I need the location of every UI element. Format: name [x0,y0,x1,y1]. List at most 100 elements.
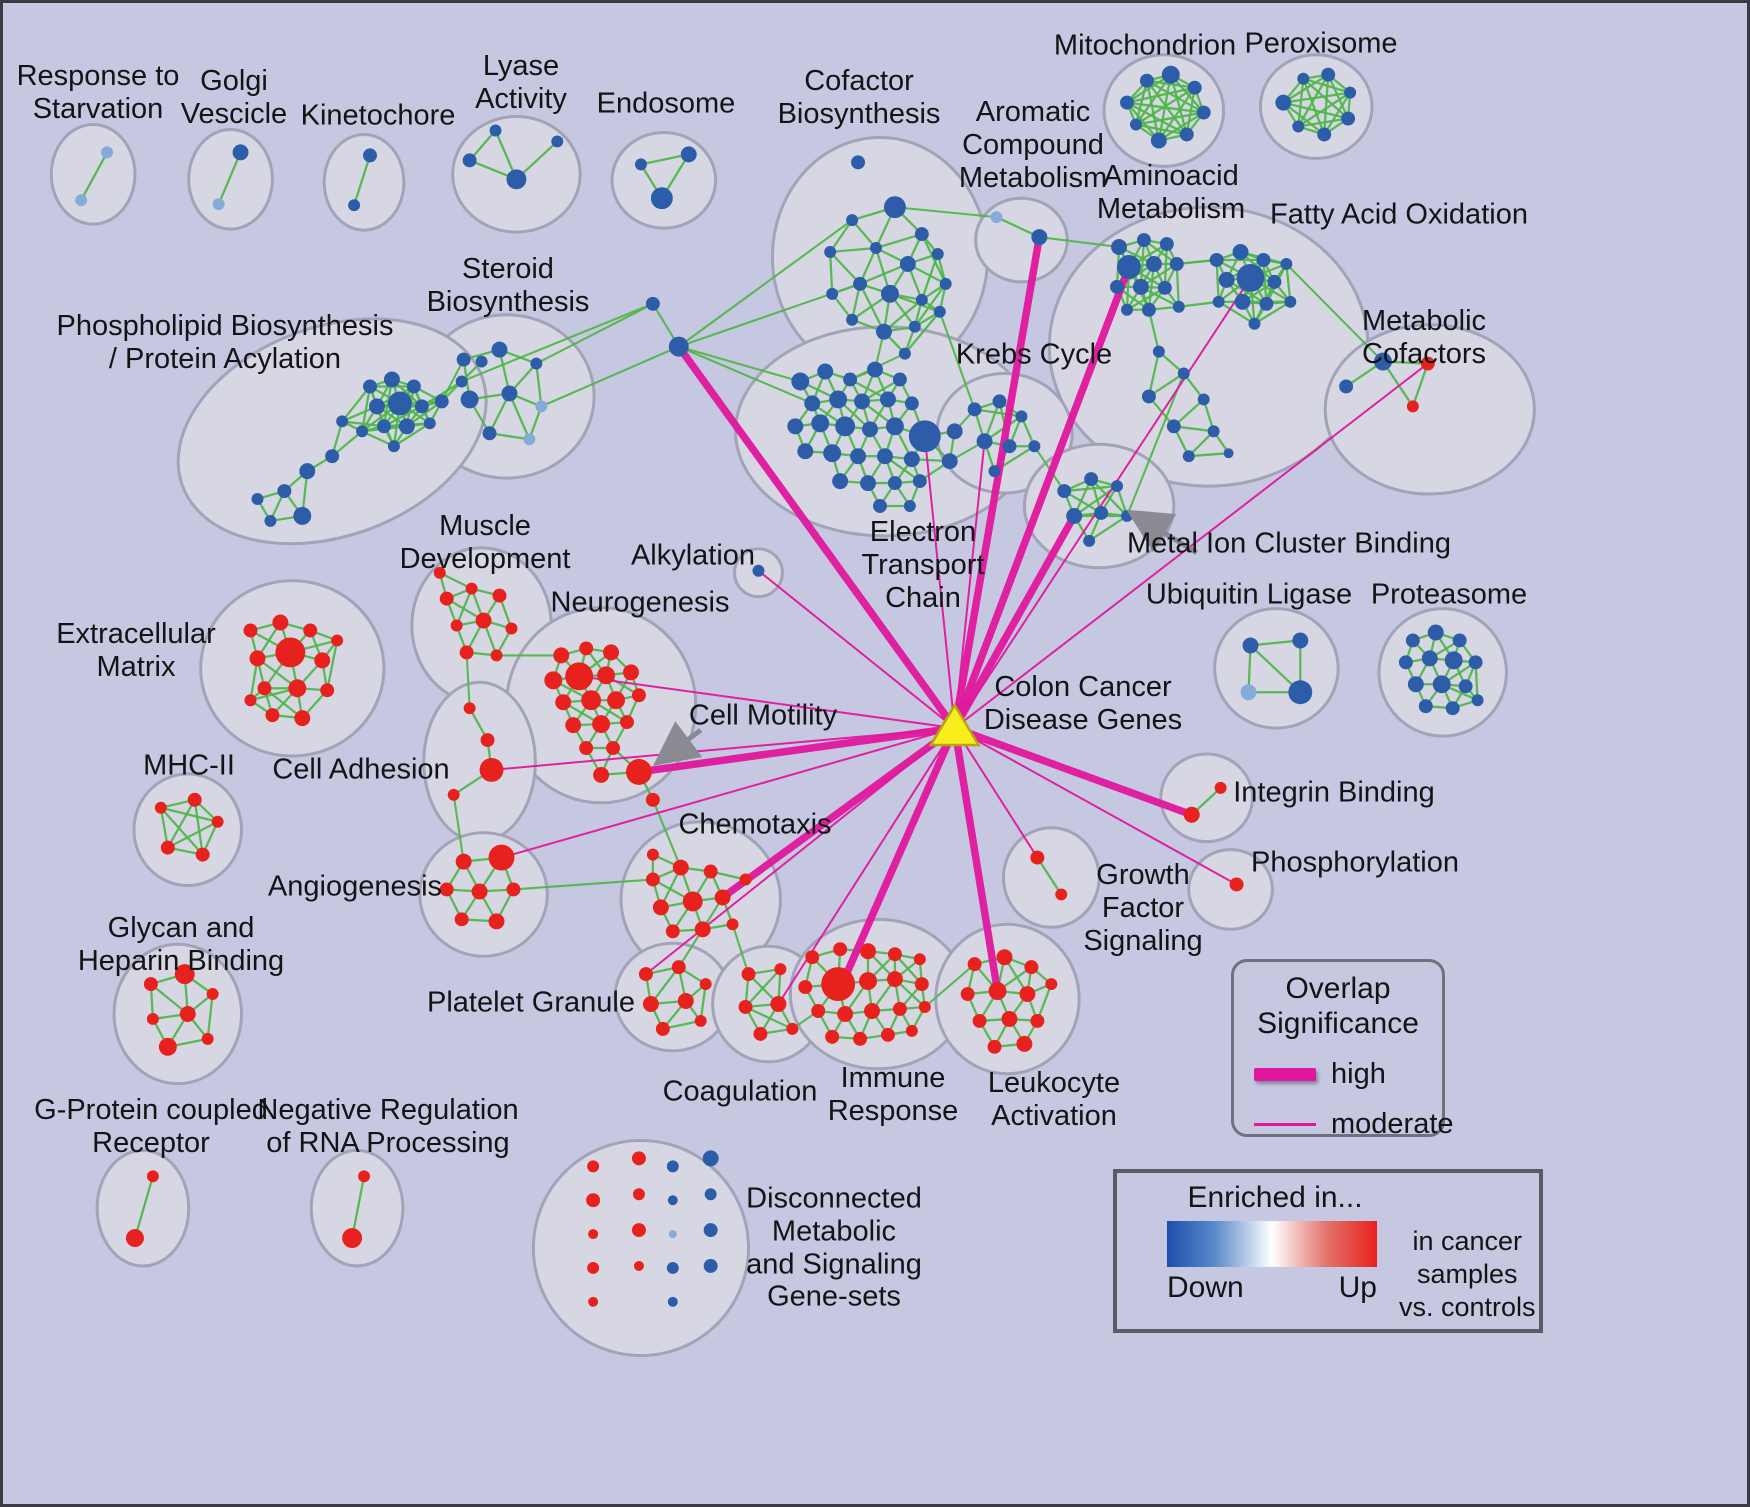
gene-set-node [471,883,488,900]
legend-enriched-body: Down Up in cancer samples vs. controls [1117,1221,1539,1324]
gene-set-node [1458,679,1473,694]
gene-set-node [1111,480,1124,493]
gene-set-node [143,977,158,992]
gene-set-node [753,1026,768,1041]
gene-set-node [1259,296,1274,311]
gene-set-node [835,416,856,437]
gene-set-node [905,1024,918,1037]
gene-set-node [699,978,712,991]
gene-set-overlap-edge [382,405,423,428]
gene-set-node [625,758,652,785]
gene-set-node [1344,86,1357,99]
gene-set-node [972,1013,987,1028]
gene-set-node [873,499,887,513]
gene-set-node [439,882,454,897]
overlap-significance-edge-high [950,512,1078,732]
gene-set-overlap-edge [1063,484,1119,493]
gene-set-node [846,313,859,326]
gene-set-node [579,741,594,755]
gene-set-node [1209,253,1224,267]
gene-set-node [588,1296,599,1307]
gene-set-node [1297,72,1310,85]
cluster-metabolic-cofactors [1323,323,1536,496]
gene-set-node [1121,509,1133,522]
gene-set-node [714,889,731,906]
gene-set-node [1427,624,1444,641]
gene-set-node [586,1193,601,1208]
gene-set-node [272,614,289,631]
gene-set-node [146,1170,159,1183]
gene-set-node [908,320,921,333]
gene-set-node [899,255,916,272]
cluster-phosphorylation [1187,848,1274,931]
gene-set-node [1421,650,1438,667]
gene-set-node [811,1003,826,1018]
gene-set-node [880,284,899,303]
gene-set-node [211,815,224,828]
gene-set-node [454,912,469,927]
gene-set-node [665,924,680,939]
gene-set-node [817,363,834,380]
pointer-arrow [1126,509,1199,555]
gene-set-node [739,873,752,886]
gene-set-node [846,214,859,227]
gene-set-node [850,448,867,465]
gene-set-node [680,146,697,163]
gene-set-node [146,1012,159,1025]
gene-set-node [465,582,478,595]
gene-set-node [1110,279,1125,294]
gene-set-node [941,453,958,470]
gene-set-overlap-edge [874,232,923,250]
gene-set-node [455,853,472,870]
gene-set-node [1471,694,1484,707]
gene-set-node [918,1001,931,1013]
gene-set-node [1117,254,1141,279]
gene-set-overlap-edge [326,639,339,692]
gene-set-node [506,169,527,190]
gene-set-node [914,977,929,992]
gene-set-overlap-edge [920,252,939,301]
overlap-significance-edge-moderate [953,727,1039,859]
gene-set-overlap-edge [677,345,802,383]
gene-set-overlap-edge [1036,856,1063,896]
gene-set-node [703,1223,718,1238]
down-label: Down [1167,1271,1244,1304]
gene-set-node [1055,888,1068,901]
gene-set-node [1016,1035,1033,1052]
gene-set-overlap-edge [677,345,814,405]
gene-set-node [320,683,335,698]
gene-set-node [990,211,1003,224]
gene-set-node [475,612,492,629]
gene-set-node [668,336,689,357]
gene-set-node [1166,419,1181,434]
gene-set-node [1157,280,1172,295]
gene-set-node [1002,439,1017,454]
gene-set-node [251,493,264,505]
gene-set-node [607,691,625,710]
gene-set-overlap-edge [1087,514,1129,542]
gene-set-node [870,242,882,254]
gene-set-overlap-edge [829,246,878,254]
gene-set-node [702,1150,719,1167]
gene-set-node [342,1228,363,1249]
gene-set-node [826,287,839,300]
gene-set-node [488,844,515,871]
gene-set-node [244,694,257,707]
gene-set-node [988,465,1001,478]
gene-set-node [667,1195,678,1206]
gene-set-node [505,622,518,635]
gene-set-node [179,1005,196,1022]
gene-set-overlap-edge [1323,73,1330,136]
gene-set-overlap-edge [1147,350,1161,398]
high-significance-label: high [1331,1058,1386,1090]
gene-set-overlap-edge [1038,236,1121,249]
gene-set-node [632,1188,645,1201]
gene-set-node [277,484,292,499]
gene-set-node [694,1014,707,1027]
gene-set-node [264,514,277,527]
gene-set-node [488,913,505,930]
gene-set-overlap-edge [882,298,923,333]
gene-set-node [1179,127,1194,142]
gene-set-node [154,801,167,814]
gene-set-node [1120,95,1134,110]
